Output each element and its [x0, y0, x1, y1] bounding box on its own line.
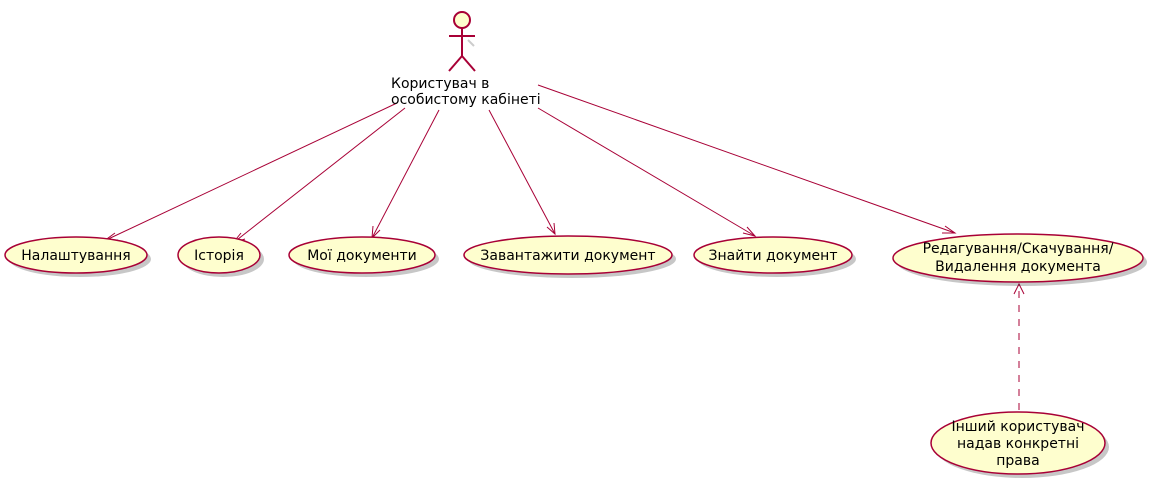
use-case-history[interactable]: Історія	[177, 236, 264, 277]
use-case-settings[interactable]: Налаштування	[4, 236, 151, 277]
use-case-find-label: Знайти документ	[709, 248, 838, 264]
use-case-history-label: Історія	[194, 248, 244, 264]
use-case-upload[interactable]: Завантажити документ	[463, 235, 676, 278]
dependency-other-user-edit	[1013, 282, 1025, 410]
use-case-find[interactable]: Знайти документ	[693, 236, 856, 277]
use-case-settings-label: Налаштування	[21, 248, 130, 264]
association-find	[537, 107, 757, 237]
use-case-my-docs[interactable]: Мої документи	[288, 236, 439, 277]
use-case-my-docs-label: Мої документи	[307, 248, 417, 264]
association-settings	[102, 102, 398, 242]
actor[interactable]: Користувач в особистому кабінеті	[391, 11, 541, 108]
use-case-other-user[interactable]: Інший користувач надав конкретні права	[930, 411, 1109, 478]
use-case-other-user-label-line-1: Інший користувач	[952, 419, 1085, 435]
use-case-other-user-label-line-3: права	[996, 453, 1039, 469]
association-edit	[537, 84, 957, 234]
use-case-edit-label-line-2: Видалення документа	[935, 259, 1101, 275]
actor-label-line-1: Користувач в	[391, 76, 489, 92]
actor-label-line-2: особистому кабінеті	[391, 92, 541, 108]
use-case-edit-label-line-1: Редагування/Скачування/	[923, 241, 1114, 257]
use-case-upload-label: Завантажити документ	[480, 248, 655, 264]
use-case-edit[interactable]: Редагування/Скачування/ Видалення докуме…	[892, 233, 1147, 286]
association-upload	[488, 109, 556, 236]
relations	[102, 84, 1025, 410]
association-history	[231, 107, 406, 245]
stick-figure-icon	[448, 11, 476, 72]
association-my-docs	[371, 109, 440, 240]
use-case-other-user-label-line-2: надав конкретні	[957, 436, 1079, 452]
